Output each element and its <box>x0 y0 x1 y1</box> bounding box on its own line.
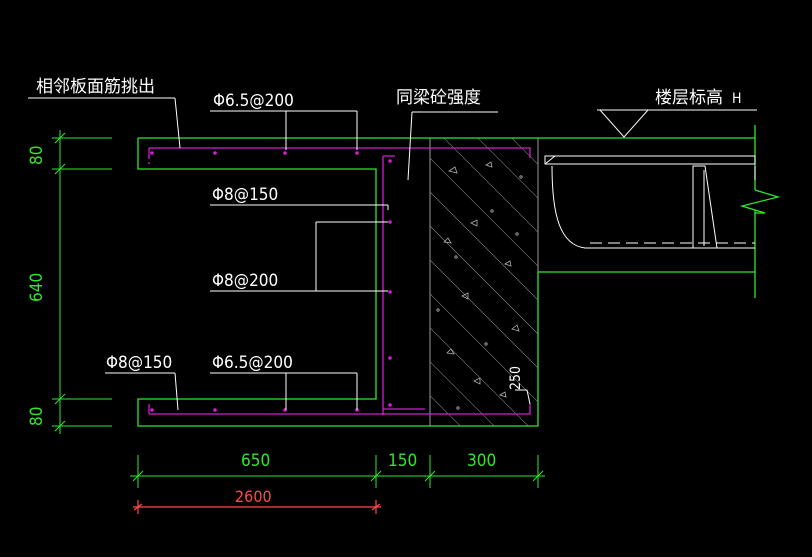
dim-width-650: 650 <box>241 451 270 471</box>
rebar-dots <box>150 151 392 412</box>
label-bottom-bar-left: Φ8@150 <box>106 353 172 373</box>
leader-lines <box>28 97 531 411</box>
beam-section <box>429 137 539 427</box>
dim-width-300: 300 <box>467 451 496 471</box>
dim-total: 2600 <box>235 487 272 506</box>
floor-level-symbol <box>597 109 757 138</box>
adjacent-slab <box>544 155 756 249</box>
label-adjacent-slab: 相邻板面筋挑出 <box>36 77 155 97</box>
label-bottom-bar: Φ6.5@200 <box>212 353 293 373</box>
vertical-dimensions <box>52 130 112 434</box>
label-vertical-bar-outer: Φ8@150 <box>212 185 278 205</box>
aggregate-marks <box>436 161 523 410</box>
horizontal-dimensions <box>130 455 545 488</box>
dim-width-150: 150 <box>388 451 417 471</box>
dim-height: 640 <box>27 273 47 302</box>
label-vertical-bar-inner: Φ8@200 <box>212 271 278 291</box>
dim-top-thickness: 80 <box>27 146 47 165</box>
label-slab-250: 250 <box>508 366 524 390</box>
label-floor-level-mark: H <box>732 91 741 107</box>
label-concrete-grade: 同梁砼强度 <box>396 88 481 108</box>
label-floor-level: 楼层标高 <box>655 88 723 108</box>
rebar <box>148 147 531 415</box>
dim-bottom-thickness: 80 <box>27 407 47 426</box>
label-top-bar: Φ6.5@200 <box>213 91 294 111</box>
total-dimension <box>133 500 381 514</box>
